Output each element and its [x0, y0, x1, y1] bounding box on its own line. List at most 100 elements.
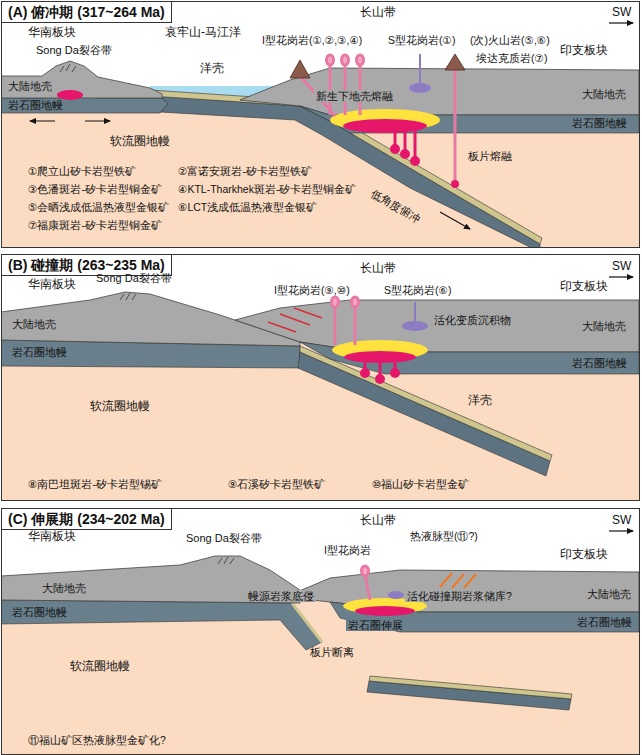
label: ⑩福山矽卡岩型金矿 — [372, 478, 469, 490]
subduction-section-shape-shape — [327, 55, 334, 65]
subduction-section-shape-shape — [392, 146, 399, 153]
label: Song Da裂谷带 — [186, 532, 262, 545]
extension-section — [1, 531, 639, 754]
extension-section-shape — [369, 676, 572, 699]
label: ④KTL-Tharkhek斑岩-矽卡岩型铜金矿 — [178, 183, 356, 195]
label: (次)火山岩(⑤,⑥) — [470, 34, 550, 46]
label: ⑦福康斑岩-矽卡岩型铜金矿 — [28, 219, 162, 231]
label: I型花岗岩(①,②,③,④) — [262, 34, 362, 46]
label: 长山带 — [360, 262, 396, 276]
subduction-section-shape — [60, 64, 76, 72]
label: 大陆地壳 — [580, 320, 628, 333]
subduction-section-shape-shape — [342, 55, 349, 65]
label: SW — [612, 260, 631, 274]
label: 岩石圈地幔 — [6, 99, 65, 112]
label: 印支板块 — [560, 280, 608, 294]
extension-section-shape — [218, 557, 234, 564]
label: Song Da裂谷带 — [36, 44, 112, 57]
extension-section-shape — [1, 600, 639, 754]
extension-section-shape-shape — [464, 574, 476, 588]
label: 埃达克质岩(⑦) — [476, 52, 547, 64]
label: 大陆地壳 — [6, 80, 54, 93]
extension-section-shape-shape — [452, 574, 464, 588]
label: 活化碰撞期岩浆储库? — [405, 590, 514, 602]
collision-section-shape-shape — [294, 308, 322, 318]
collision-section-shape — [402, 321, 428, 331]
collision-section-shape-shape — [334, 304, 337, 345]
label: 印支板块 — [560, 44, 608, 58]
label: ⑥LCT浅成低温热液型金银矿 — [178, 201, 317, 213]
label: 华南板块 — [28, 278, 76, 292]
collision-section-shape — [1, 340, 639, 500]
extension-section-shape-shape — [362, 566, 369, 576]
subduction-section-shape — [290, 60, 310, 78]
extension-section-shape — [292, 603, 322, 642]
label: 软流圈地幔 — [90, 400, 150, 414]
label: SW — [612, 6, 631, 20]
label: S型花岗岩(①) — [388, 34, 455, 46]
label: 岩石圈地幔 — [570, 117, 629, 130]
extension-section-shape — [362, 566, 371, 600]
label: 岩石圈地幔 — [10, 606, 69, 619]
label: 长山带 — [360, 6, 396, 20]
label: 软流圈地幔 — [110, 135, 170, 149]
collision-section-shape-shape — [392, 370, 399, 377]
label: Song Da裂谷带 — [96, 272, 172, 285]
label: 热液脉型(⑪?) — [410, 530, 478, 542]
label: 华南板块 — [28, 530, 76, 544]
label: 哀牢山-马江洋 — [165, 26, 241, 40]
label: 洋壳 — [200, 62, 224, 76]
panel-frame: (C) 伸展期 (234~202 Ma) — [1, 508, 640, 755]
label: ⑤会晒浅成低温热液型金银矿 — [28, 201, 169, 213]
label: 岩石圈地幔 — [570, 357, 629, 370]
extension-section-shape-shape — [365, 574, 370, 600]
collision-section-shape — [235, 300, 639, 352]
label: ⑪福山矿区热液脉型金矿化? — [28, 734, 166, 746]
label: 洋壳 — [468, 394, 492, 408]
subduction-section-shape — [609, 22, 633, 23]
label: 软流圈地幔 — [70, 660, 130, 674]
extension-section-shape-shape — [440, 573, 452, 587]
subduction-section-shape-shape — [412, 158, 419, 165]
label: 印支板块 — [560, 548, 608, 562]
collision-section-shape-shape — [352, 297, 359, 307]
collision-section-shape — [362, 360, 399, 383]
subduction-section-shape — [343, 119, 427, 133]
label: 岩石圈地幔 — [575, 616, 634, 629]
subduction-section-shape — [85, 121, 110, 122]
label: 大陆地壳 — [10, 318, 58, 331]
subduction-section-shape — [445, 54, 465, 70]
subduction-section-shape — [409, 83, 431, 93]
label: ⑧南巴坦斑岩-矽卡岩型锡矿 — [28, 478, 162, 490]
collision-section-shape — [268, 308, 322, 332]
panel-title: (A) 俯冲期 (317~264 Ma) — [2, 2, 172, 23]
collision-section-shape — [609, 276, 633, 277]
subduction-section-shape — [451, 180, 459, 188]
label: 华南板块 — [28, 26, 76, 40]
subduction-section-shape — [300, 55, 455, 186]
subduction-section-shape-shape — [402, 151, 409, 158]
subduction-section-shape — [1, 61, 162, 98]
label: 幔源岩浆底侵 — [246, 590, 316, 602]
label: S型花岗岩(⑥) — [384, 284, 451, 296]
subduction-section-shape-shape — [454, 66, 457, 186]
subduction-section-shape — [392, 128, 419, 165]
extension-section-shape — [609, 530, 633, 531]
subduction-section-shape — [300, 106, 639, 133]
label: 板片熔融 — [468, 150, 512, 163]
collision-section — [1, 277, 639, 500]
collision-section-shape — [414, 302, 416, 322]
extension-section-shape — [388, 591, 404, 599]
subduction-section-shape — [30, 121, 55, 122]
label: I型花岗岩 — [324, 544, 371, 556]
extension-section-shape — [1, 600, 322, 650]
collision-section-shape — [120, 293, 136, 300]
label: 新生下地壳熔融 — [314, 90, 395, 102]
collision-section-shape-shape — [268, 322, 296, 332]
collision-section-shape-shape — [280, 314, 310, 325]
subduction-section-shape — [440, 212, 470, 229]
label: 大陆地壳 — [580, 88, 628, 101]
subduction-section-shape-shape — [359, 62, 362, 115]
